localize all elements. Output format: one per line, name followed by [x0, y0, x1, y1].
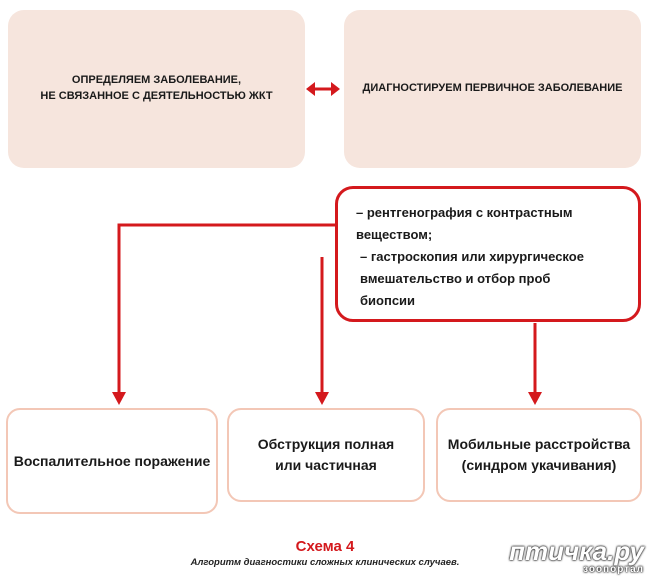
method-item-radiography: – рентгенография с контрастным веществом…	[356, 205, 573, 242]
box-inflammatory-lesion: Воспалительное поражение	[6, 408, 218, 514]
box-primary-disease-label: ДИАГНОСТИРУЕМ ПЕРВИЧНОЕ ЗАБОЛЕВАНИЕ	[362, 82, 623, 95]
arrow-to-motility	[528, 323, 542, 405]
watermark-main: птичка.ру	[509, 536, 644, 566]
box-motility-disorders-label: Мобильные расстройства (синдром укачиван…	[447, 436, 631, 473]
method-item-gastroscopy: – гастроскопия или хирургическое вмешате…	[360, 249, 584, 308]
diagnostic-methods-list: – рентгенография с контрастным веществом…	[356, 202, 584, 312]
watermark-logo: птичка.ру зоопортал	[509, 538, 644, 575]
caption-title: Схема 4	[295, 538, 355, 555]
caption-subtitle: Алгоритм диагностики сложных клинических…	[190, 557, 460, 568]
box-obstruction: Обструкция полная или частичная	[227, 408, 425, 502]
box-primary-disease: ДИАГНОСТИРУЕМ ПЕРВИЧНОЕ ЗАБОЛЕВАНИЕ	[344, 10, 641, 168]
watermark-sub: зоопортал	[583, 564, 644, 575]
arrow-to-inflammatory	[112, 223, 335, 405]
box-non-gi-disease: ОПРЕДЕЛЯЕМ ЗАБОЛЕВАНИЕ, НЕ СВЯЗАННОЕ С Д…	[8, 10, 305, 168]
diagnostic-methods-box: – рентгенография с контрастным веществом…	[335, 186, 641, 322]
arrow-to-obstruction	[315, 257, 329, 405]
box-obstruction-label: Обструкция полная или частичная	[257, 436, 395, 473]
box-non-gi-disease-label: ОПРЕДЕЛЯЕМ ЗАБОЛЕВАНИЕ, НЕ СВЯЗАННОЕ С Д…	[40, 74, 273, 102]
box-motility-disorders: Мобильные расстройства (синдром укачиван…	[436, 408, 642, 502]
bidirectional-arrow	[306, 82, 340, 96]
box-inflammatory-lesion-label: Воспалительное поражение	[13, 452, 211, 469]
